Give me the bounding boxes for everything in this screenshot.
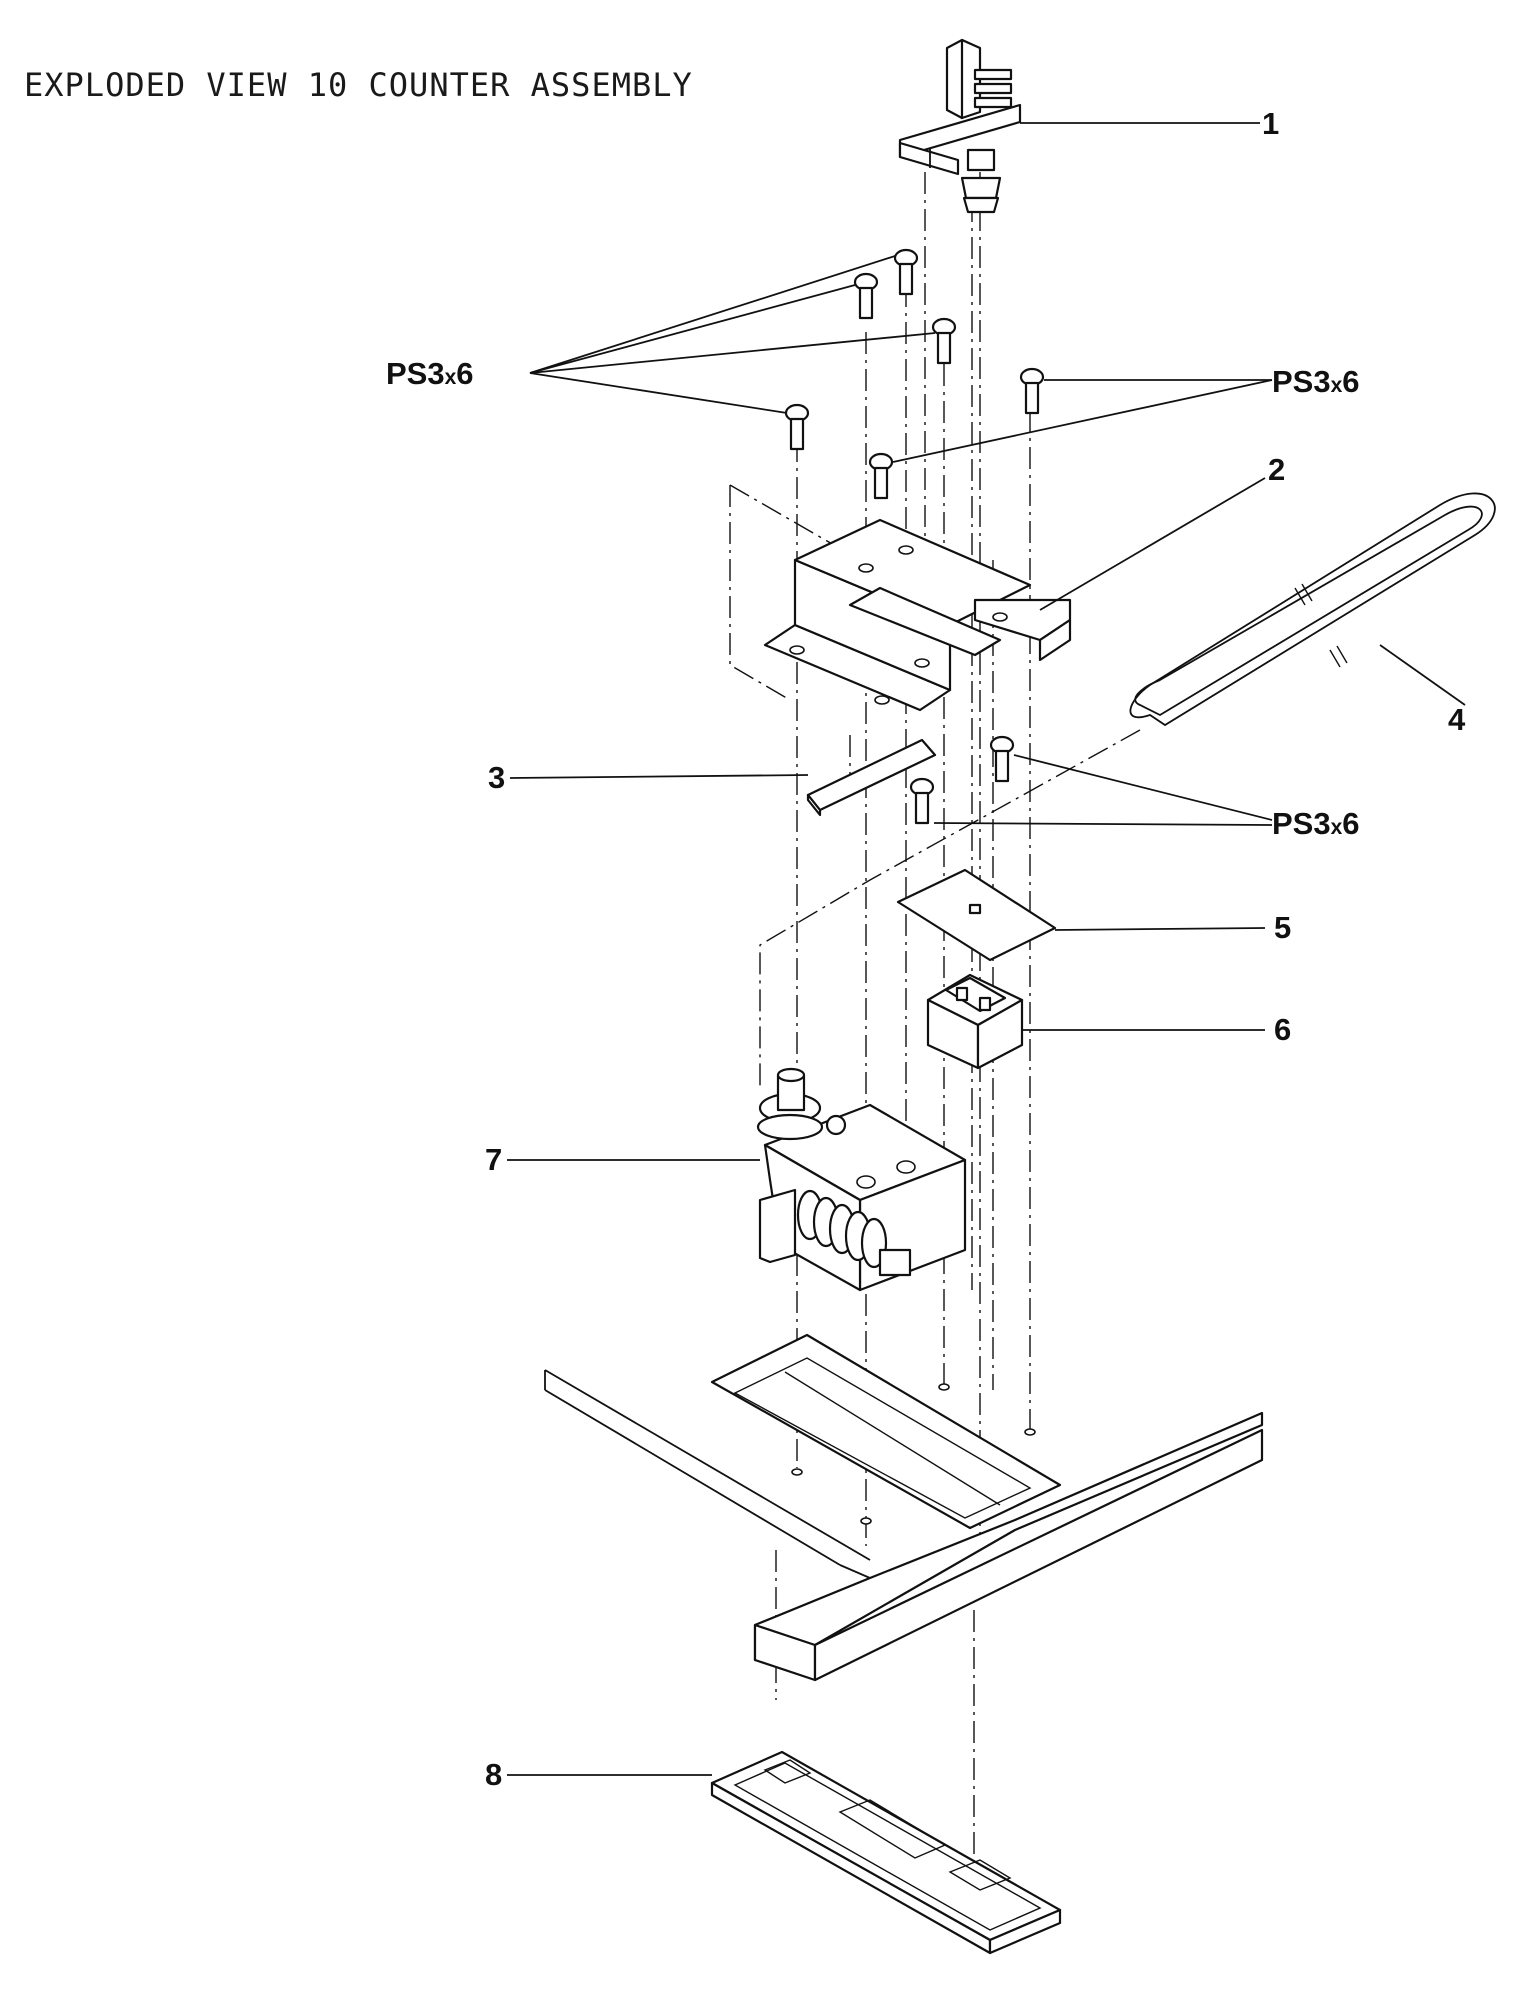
screw-d bbox=[784, 403, 810, 451]
callout-8: 8 bbox=[485, 1757, 502, 1792]
callout-5: 5 bbox=[1274, 910, 1291, 945]
screw-a bbox=[893, 248, 919, 296]
part-5-sheet bbox=[896, 868, 1057, 962]
screw-spec-right-bottom: PS3x6 bbox=[1272, 806, 1360, 841]
screw-e bbox=[1019, 367, 1045, 415]
screw-spec-right-top: PS3x6 bbox=[1272, 364, 1360, 399]
part-2-bracket bbox=[763, 518, 1072, 712]
screw-b bbox=[853, 272, 879, 320]
callout-3: 3 bbox=[488, 760, 505, 795]
screw-spec-left: PS3x6 bbox=[386, 356, 474, 391]
base-plate bbox=[544, 1333, 1264, 1682]
callout-labels: 1 2 3 4 5 6 7 8 bbox=[485, 106, 1466, 1792]
callout-6: 6 bbox=[1274, 1012, 1291, 1047]
callout-4: 4 bbox=[1448, 702, 1466, 737]
part-4-belt bbox=[1129, 492, 1496, 727]
screws bbox=[784, 248, 1045, 825]
callout-7: 7 bbox=[485, 1142, 502, 1177]
callout-2: 2 bbox=[1268, 452, 1285, 487]
screw-c bbox=[931, 317, 957, 365]
leader-lines bbox=[507, 122, 1466, 1776]
part-7-solenoid bbox=[756, 1067, 967, 1292]
screw-g bbox=[989, 735, 1015, 783]
part-8-foot bbox=[710, 1750, 1062, 1955]
screw-f bbox=[868, 452, 894, 500]
screw-spec-labels: PS3x6 PS3x6 PS3x6 bbox=[386, 356, 1360, 841]
callout-1: 1 bbox=[1262, 106, 1279, 141]
part-3-plate bbox=[806, 738, 937, 817]
part-6-connector bbox=[926, 973, 1024, 1070]
solenoid-coil bbox=[796, 1189, 888, 1269]
page-title: EXPLODED VIEW 10 COUNTER ASSEMBLY bbox=[24, 66, 693, 104]
screw-h bbox=[909, 777, 935, 825]
part-1-photo-sensor bbox=[898, 38, 1022, 214]
